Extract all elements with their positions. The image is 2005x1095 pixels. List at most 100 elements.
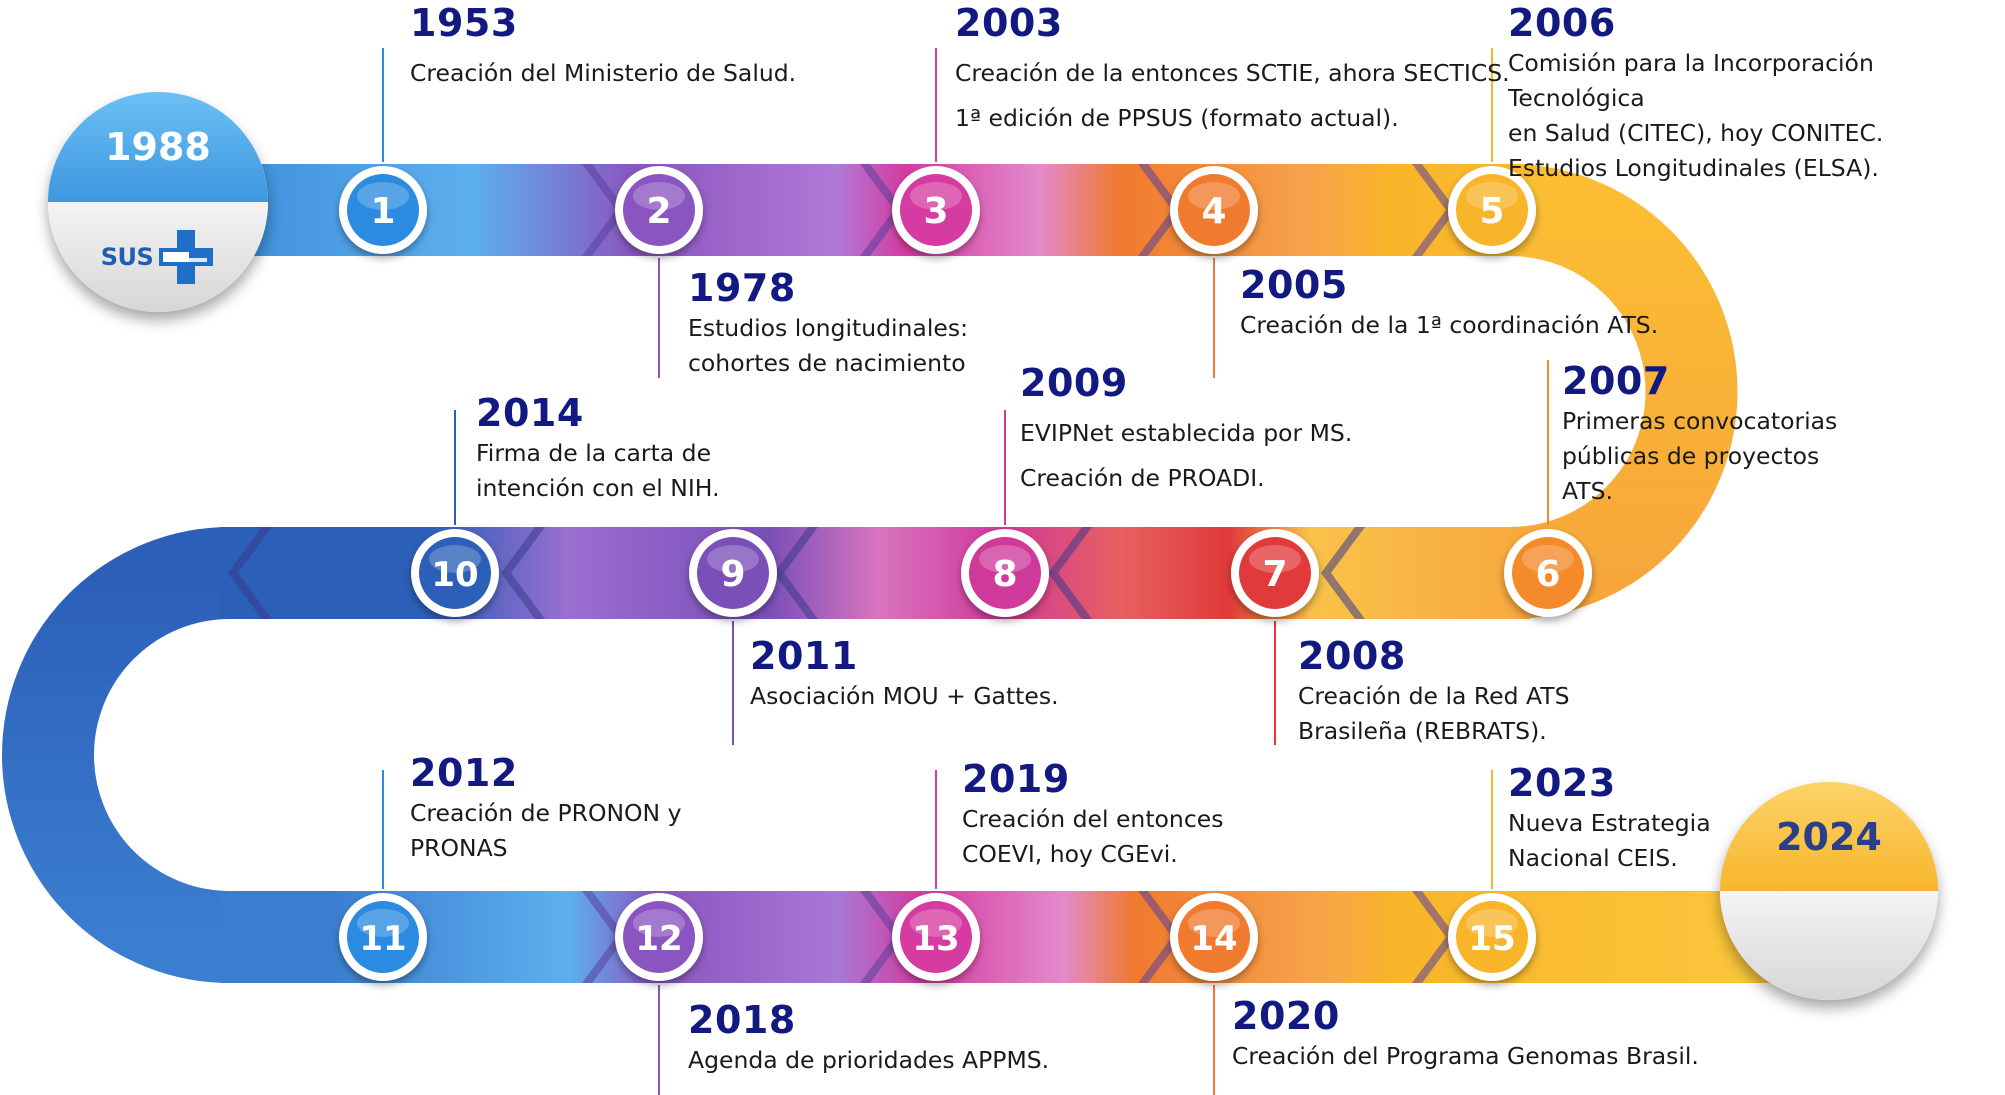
node-gloss [633, 909, 685, 937]
road-chevron [774, 527, 818, 619]
road-row-3 [220, 891, 1780, 983]
node-number: 11 [359, 919, 406, 959]
milestone-description: Brasileña (REBRATS). [1298, 717, 1547, 745]
milestone-node-3: 3 [892, 166, 980, 254]
node-number: 3 [923, 191, 948, 232]
milestone-node-10: 10 [411, 529, 499, 617]
node-gloss [979, 545, 1031, 573]
node-number: 1 [370, 191, 395, 232]
milestone-description: Asociación MOU + Gattes. [750, 682, 1059, 710]
end-badge-2024: 2024 [1720, 782, 1938, 1000]
milestone-node-9: 9 [689, 529, 777, 617]
milestone-node-5: 5 [1448, 166, 1536, 254]
node-disc [347, 174, 419, 246]
node-disc [623, 174, 695, 246]
milestone-description: Creación del entonces [962, 805, 1224, 833]
milestone-description: Agenda de prioridades APPMS. [688, 1046, 1050, 1074]
road-chevron [1412, 891, 1456, 983]
node-disc [1456, 901, 1528, 973]
node-number: 15 [1468, 919, 1515, 959]
milestone-node-2: 2 [615, 166, 703, 254]
milestone-node-8: 8 [961, 529, 1049, 617]
node-disc [1178, 174, 1250, 246]
milestone-description: Creación de PRONON y [410, 799, 682, 827]
milestone-description: COEVI, hoy CGEvi. [962, 840, 1178, 868]
node-number: 12 [635, 919, 682, 959]
milestone-description: ATS. [1562, 477, 1613, 505]
road-chevron [1321, 527, 1365, 619]
node-gloss [910, 182, 962, 210]
milestone-year: 2019 [962, 757, 1070, 801]
node-number: 9 [720, 554, 745, 595]
node-disc [347, 901, 419, 973]
milestone-year: 2012 [410, 751, 518, 795]
end-badge-base [1720, 891, 1938, 1000]
milestone-year: 2020 [1232, 994, 1340, 1038]
milestone-description: Nueva Estrategia [1508, 809, 1711, 837]
road-chevron [1412, 164, 1456, 256]
milestone-description: Creación de la 1ª coordinación ATS. [1240, 311, 1659, 339]
milestone-year: 2008 [1298, 634, 1406, 678]
node-disc [697, 537, 769, 609]
road-curve-left [2, 527, 231, 983]
milestone-node-4: 4 [1170, 166, 1258, 254]
milestone-year: 2011 [750, 634, 858, 678]
node-disc [1239, 537, 1311, 609]
milestone-year: 2005 [1240, 263, 1348, 307]
milestone-description: Creación del Programa Genomas Brasil. [1232, 1042, 1699, 1070]
end-year: 2024 [1720, 782, 1938, 891]
node-gloss [1188, 182, 1240, 210]
road-curve-right [1509, 164, 1738, 619]
milestone-year: 1953 [410, 1, 518, 45]
node-disc [623, 901, 695, 973]
node-gloss [1249, 545, 1301, 573]
node-number: 7 [1262, 554, 1287, 595]
sus-logo: SUS [48, 202, 268, 312]
milestone-year: 2006 [1508, 1, 1616, 45]
node-number: 10 [431, 555, 478, 595]
node-disc [900, 901, 972, 973]
node-gloss [707, 545, 759, 573]
node-disc [419, 537, 491, 609]
node-number: 14 [1190, 919, 1237, 959]
milestone-node-12: 12 [615, 893, 703, 981]
milestone-node-6: 6 [1504, 529, 1592, 617]
milestone-node-13: 13 [892, 893, 980, 981]
milestone-node-11: 11 [339, 893, 427, 981]
node-gloss [1522, 545, 1574, 573]
node-gloss [1466, 182, 1518, 210]
milestone-description: Estudios Longitudinales (ELSA). [1508, 154, 1879, 182]
node-number: 13 [912, 919, 959, 959]
road-chevron [228, 527, 272, 619]
milestone-node-15: 15 [1448, 893, 1536, 981]
milestone-description: Creación del Ministerio de Salud. [410, 59, 797, 87]
milestone-year: 1978 [688, 266, 796, 310]
milestone-node-14: 14 [1170, 893, 1258, 981]
node-disc [969, 537, 1041, 609]
milestone-year: 2003 [955, 1, 1063, 45]
node-number: 4 [1201, 191, 1226, 232]
milestone-description: intención con el NIH. [476, 474, 720, 502]
milestone-description: Estudios longitudinales: [688, 314, 968, 342]
node-number: 6 [1535, 554, 1560, 595]
sus-cross-icon [159, 230, 214, 284]
milestone-year: 2007 [1562, 359, 1670, 403]
node-gloss [1466, 909, 1518, 937]
start-year: 1988 [48, 92, 268, 202]
milestone-description: públicas de proyectos [1562, 442, 1820, 470]
